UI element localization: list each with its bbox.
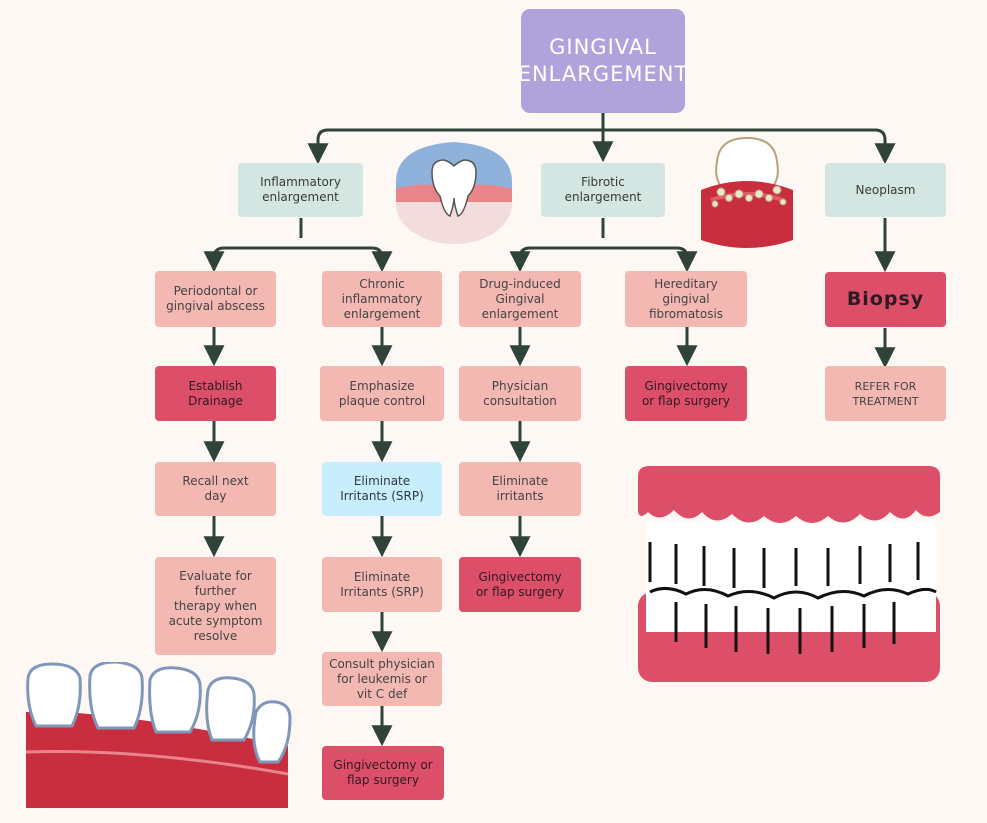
step-physician-consultation: Physician consultation	[459, 366, 581, 421]
category-fibrotic: Fibrotic enlargement	[541, 163, 665, 217]
step-gingivectomy-drug: Gingivectomy or flap surgery	[459, 557, 581, 612]
step-establish-drainage: Establish Drainage	[155, 366, 276, 421]
step-gingivectomy-chronic: Gingivectomy or flap surgery	[322, 746, 444, 800]
subtype-periodontal-abscess: Periodontal or gingival abscess	[155, 271, 276, 327]
subtype-drug-induced: Drug-induced Gingival enlargement	[459, 271, 581, 327]
step-refer-for-treatment: REFER FOR TREATMENT	[825, 366, 946, 421]
step-evaluate-further-therapy: Evaluate for further therapy when acute …	[155, 557, 276, 655]
category-inflammatory: Inflammatory enlargement	[238, 163, 363, 217]
subtype-hereditary-fibromatosis: Hereditary gingival fibromatosis	[625, 271, 747, 327]
subtype-chronic-inflammatory: Chronic inflammatory enlargement	[322, 271, 442, 327]
title-box: GINGIVAL ENLARGEMENT	[518, 9, 687, 113]
step-eliminate-irritants-srp-2: Eliminate Irritants (SRP)	[322, 557, 442, 612]
step-gingivectomy-hereditary: Gingivectomy or flap surgery	[625, 366, 747, 421]
step-eliminate-irritants-srp-1: Eliminate Irritants (SRP)	[322, 462, 442, 516]
category-neoplasm: Neoplasm	[825, 163, 946, 217]
teeth-set-illustration	[638, 466, 940, 682]
step-consult-physician: Consult physician for leukemis or vit C …	[322, 652, 442, 706]
tooth-gum-illustration	[396, 142, 512, 244]
step-emphasize-plaque-control: Emphasize plaque control	[320, 366, 444, 421]
step-recall-next-day: Recall next day	[155, 462, 276, 516]
step-eliminate-irritants-drug: Eliminate irritants	[459, 462, 581, 516]
molars-gum-illustration	[25, 662, 292, 808]
overgrown-gum-illustration	[701, 136, 793, 248]
step-biopsy: Biopsy	[825, 272, 946, 327]
